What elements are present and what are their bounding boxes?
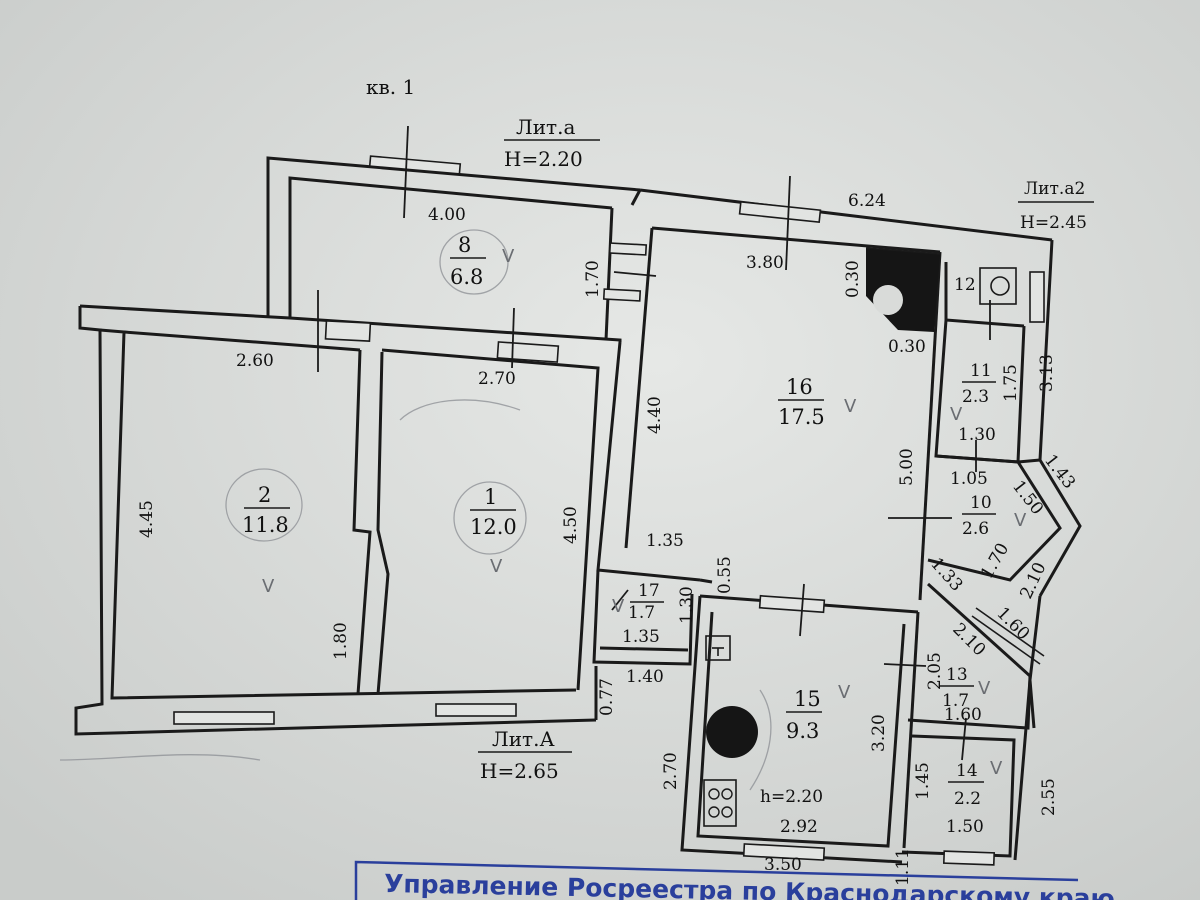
- pencil-marks: V V V V V V V V V V: [59, 229, 1027, 791]
- dimension-ticks: [317, 125, 991, 761]
- kitchen-fixtures: [703, 635, 758, 827]
- room-11: 11 2.3: [962, 361, 996, 407]
- svg-text:10: 10: [970, 493, 992, 513]
- dim-label: 4.45: [137, 500, 157, 538]
- dim-label: 2.60: [236, 351, 274, 371]
- liter-A-name: Лит.А: [492, 727, 555, 751]
- dim-label: 0.55: [715, 556, 735, 594]
- svg-text:1.7: 1.7: [942, 691, 969, 711]
- svg-text:12: 12: [954, 275, 976, 295]
- svg-text:V: V: [612, 596, 625, 617]
- svg-text:2.2: 2.2: [954, 789, 981, 809]
- dim-label: 2.70: [661, 752, 681, 790]
- svg-text:17: 17: [638, 581, 660, 601]
- liter-a-name: Лит.а: [516, 115, 575, 139]
- svg-text:12.0: 12.0: [470, 515, 517, 539]
- dim-label: 1.35: [646, 531, 684, 551]
- svg-text:17.5: 17.5: [778, 405, 825, 429]
- dim-label: 1.45: [913, 762, 933, 800]
- room-14: 14 2.2: [948, 761, 984, 809]
- svg-text:V: V: [262, 576, 275, 597]
- dim-label: 0.77: [597, 678, 617, 716]
- plan-labels: кв. 1 Лит.а H=2.20 Лит.а2 H=2.45 Лит.А H…: [137, 75, 1094, 886]
- dim-label: 3.20: [869, 714, 889, 752]
- svg-text:14: 14: [956, 761, 978, 781]
- dim-label: 1.05: [950, 469, 988, 489]
- dim-label: 3.13: [1037, 354, 1057, 392]
- room-17: 17 1.7: [628, 581, 664, 623]
- dim-label: 4.40: [645, 396, 665, 434]
- svg-text:V: V: [950, 404, 963, 425]
- dim-label: 1.75: [1001, 364, 1021, 402]
- dim-label: 1.30: [677, 586, 697, 624]
- liter-a2-height: H=2.45: [1020, 213, 1087, 233]
- dim-label: 2.55: [1039, 778, 1059, 816]
- liter-A-height: H=2.65: [480, 759, 559, 783]
- svg-text:V: V: [1014, 510, 1027, 531]
- dim-label: 2.92: [780, 817, 818, 837]
- dim-label: 2.05: [925, 652, 945, 690]
- svg-text:8: 8: [458, 233, 471, 257]
- svg-text:2.3: 2.3: [962, 387, 989, 407]
- svg-text:6.8: 6.8: [450, 265, 483, 289]
- room-12: 12: [954, 275, 976, 295]
- room-10: 10 2.6: [962, 493, 996, 539]
- boiler-icon: [706, 706, 758, 758]
- svg-text:1.7: 1.7: [628, 603, 655, 623]
- toilet-fixture: [979, 267, 1017, 305]
- room-8: 8 6.8: [450, 233, 486, 289]
- svg-text:V: V: [844, 396, 857, 417]
- svg-text:V: V: [490, 556, 503, 577]
- dim-label: 4.00: [428, 205, 466, 225]
- svg-text:V: V: [990, 758, 1003, 779]
- svg-text:9.3: 9.3: [786, 719, 819, 743]
- svg-text:15: 15: [794, 687, 821, 711]
- dim-label: 0.30: [888, 337, 926, 357]
- liter-a-height: H=2.20: [504, 147, 583, 171]
- dim-label: 1.50: [946, 817, 984, 837]
- room-13: 13 1.7: [940, 665, 974, 711]
- svg-text:11: 11: [970, 361, 992, 381]
- sink-icon: [705, 635, 731, 661]
- dim-label: 1.60: [944, 705, 982, 725]
- room-15: 15 9.3: [786, 687, 822, 743]
- svg-text:1: 1: [484, 485, 497, 509]
- stove-icon: [703, 779, 737, 827]
- dim-label: 4.50: [561, 506, 581, 544]
- dim-label: 2.70: [478, 369, 516, 389]
- room-16: 16 17.5: [778, 375, 825, 429]
- dim-label: 6.24: [848, 191, 886, 211]
- apartment-label: кв. 1: [366, 75, 415, 99]
- dim-label: 1.30: [958, 425, 996, 445]
- svg-text:2: 2: [258, 483, 271, 507]
- svg-text:11.8: 11.8: [242, 513, 289, 537]
- svg-text:V: V: [978, 678, 991, 699]
- dim-label: 1.40: [626, 667, 664, 687]
- liter-a2-name: Лит.а2: [1024, 179, 1085, 199]
- svg-text:V: V: [502, 246, 515, 267]
- dim-label: 3.80: [746, 253, 784, 273]
- dim-label: 0.30: [843, 260, 863, 298]
- walls: [74, 156, 1082, 864]
- room-2: 2 11.8: [242, 483, 290, 537]
- svg-text:V: V: [838, 682, 851, 703]
- svg-text:13: 13: [946, 665, 968, 685]
- dim-label: 3.50: [764, 855, 802, 875]
- svg-text:2.6: 2.6: [962, 519, 989, 539]
- room-1: 1 12.0: [470, 485, 517, 539]
- dim-label: 5.00: [897, 448, 917, 486]
- kitchen-height: h=2.20: [760, 787, 823, 807]
- dim-label: 1.80: [331, 622, 351, 660]
- dim-label: 1.35: [622, 627, 660, 647]
- chimney-block: [865, 247, 941, 332]
- svg-text:16: 16: [786, 375, 813, 399]
- dim-label: 1.70: [583, 260, 603, 298]
